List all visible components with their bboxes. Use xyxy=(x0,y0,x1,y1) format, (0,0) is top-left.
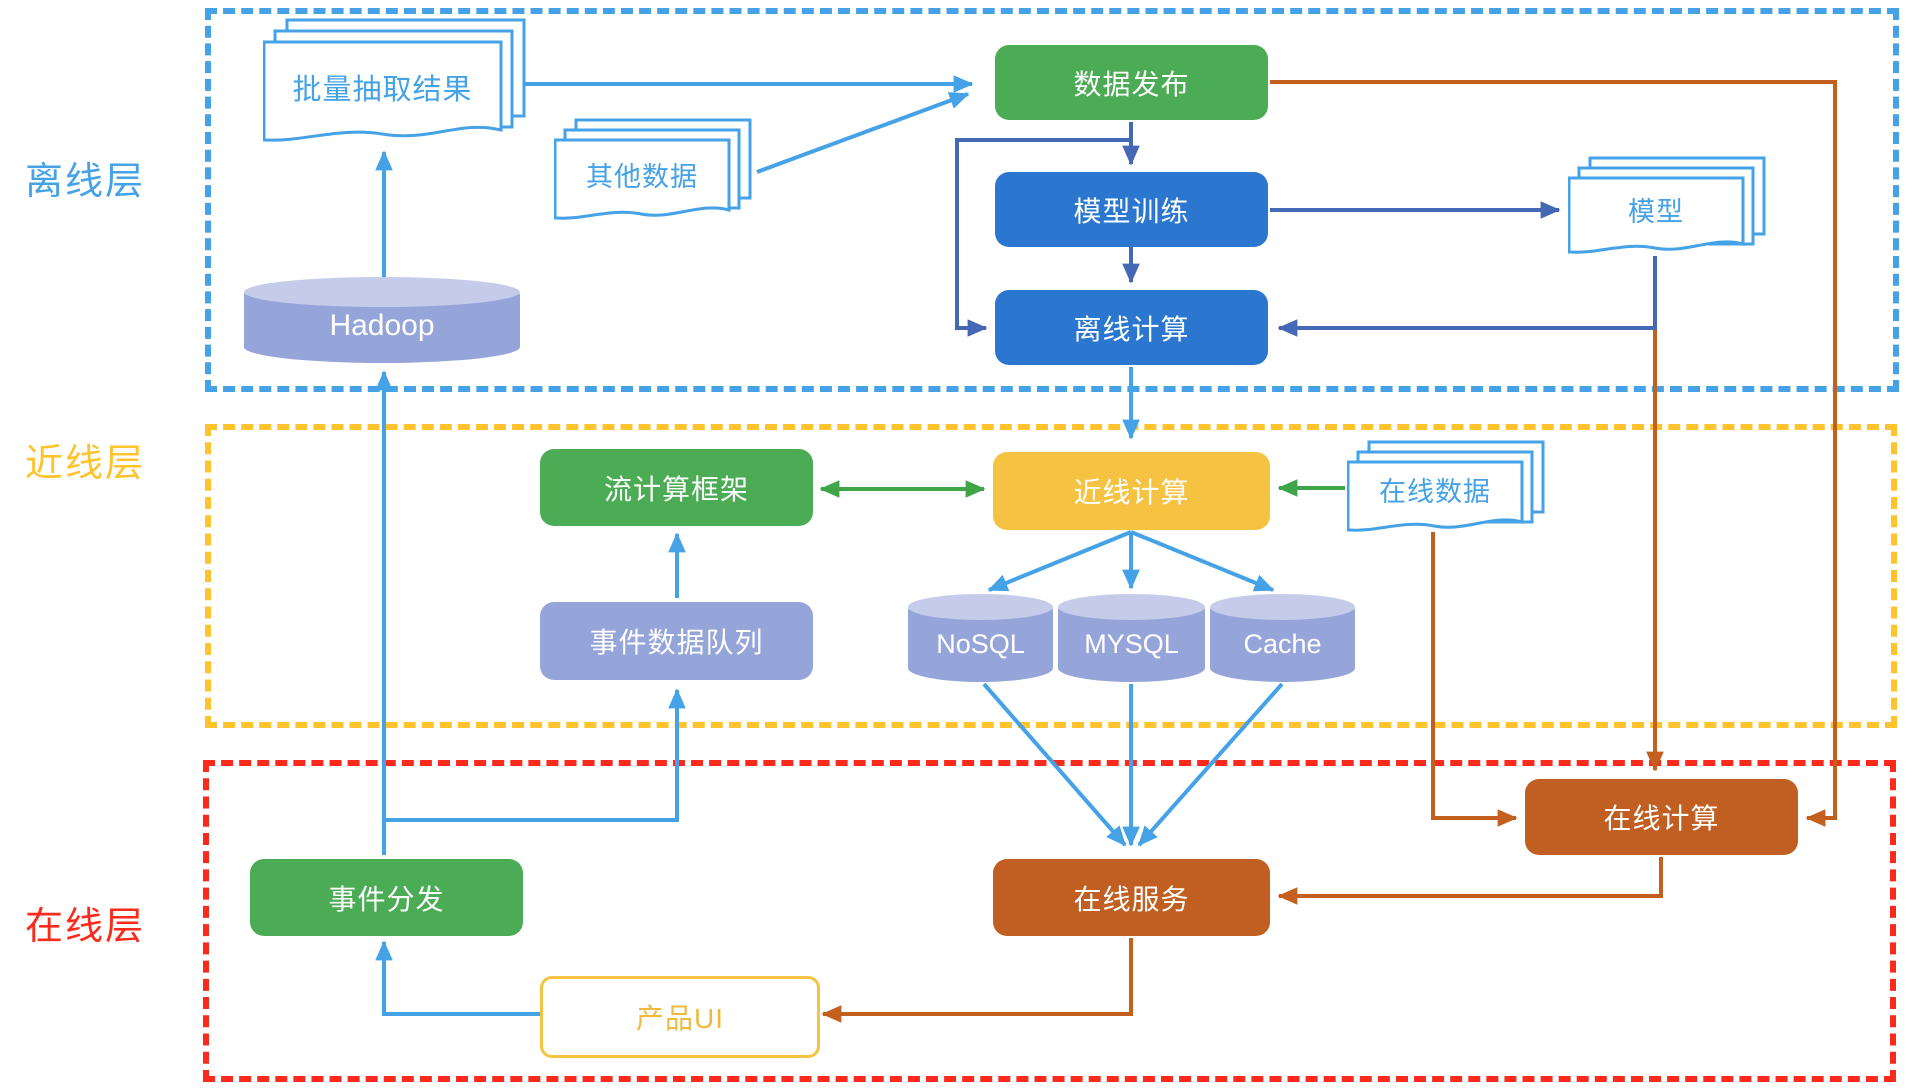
arrow-publish-to-onlinecompute xyxy=(1270,80,1837,827)
document-stack-shape xyxy=(1568,156,1766,254)
online-compute-node: 在线计算 xyxy=(1525,779,1798,855)
document-stack-shape xyxy=(1347,440,1545,532)
batch-results-label: 批量抽取结果 xyxy=(292,74,473,106)
model-documents: 模型 xyxy=(1568,156,1774,258)
nosql-label: NoSQL xyxy=(936,628,1025,659)
hadoop-database: Hadoop xyxy=(244,277,520,363)
arrow-productui-to-dispatch xyxy=(375,940,540,1016)
arrow-model-to-offlinecompute xyxy=(1277,256,1657,337)
cache-database: Cache xyxy=(1210,594,1355,682)
cache-label: Cache xyxy=(1243,628,1322,659)
arrow-nosql-to-service xyxy=(982,682,1127,847)
cylinder-cap xyxy=(1058,594,1205,620)
online-data-documents: 在线数据 xyxy=(1347,440,1553,536)
arrow-cache-to-service xyxy=(1137,682,1284,847)
arrow-nearline-to-cache xyxy=(1130,530,1275,592)
cylinder-cap xyxy=(1210,594,1355,620)
online-service-node: 在线服务 xyxy=(993,859,1270,936)
nearline-compute-node: 近线计算 xyxy=(993,452,1270,530)
model-training-node: 模型训练 xyxy=(995,172,1268,247)
document-stack-shape xyxy=(554,118,752,220)
document-stack-shape xyxy=(263,18,526,142)
event-dispatch-node: 事件分发 xyxy=(250,859,523,936)
online-data-label: 在线数据 xyxy=(1379,476,1491,507)
other-data-documents: 其他数据 xyxy=(554,118,774,224)
arrow-onlinecompute-to-service xyxy=(1277,857,1663,905)
arrow-publish-to-offlinecompute xyxy=(955,138,1131,337)
mysql-label: MYSQL xyxy=(1084,628,1179,659)
model-label: 模型 xyxy=(1628,196,1684,227)
online-layer-label: 在线层 xyxy=(25,906,146,948)
offline-layer-label: 离线层 xyxy=(25,161,146,203)
arrow-dispatch-to-queue xyxy=(384,688,686,822)
nosql-database: NoSQL xyxy=(908,594,1053,682)
nearline-layer-label: 近线层 xyxy=(25,443,146,485)
arrow-onlinedata-to-onlinecompute xyxy=(1431,532,1518,827)
arrow-service-to-productui xyxy=(821,938,1133,1023)
arrow-otherdata-to-publish xyxy=(756,92,970,174)
stream-framework-node: 流计算框架 xyxy=(540,449,813,526)
hadoop-label: Hadoop xyxy=(329,309,435,342)
cylinder-cap xyxy=(244,277,520,307)
mysql-database: MYSQL xyxy=(1058,594,1205,682)
batch-results-documents: 批量抽取结果 xyxy=(263,18,528,148)
arrow-nearline-to-nosql xyxy=(987,530,1132,592)
event-queue-node: 事件数据队列 xyxy=(540,602,813,680)
offline-compute-node: 离线计算 xyxy=(995,290,1268,365)
other-data-label: 其他数据 xyxy=(586,161,698,192)
data-publish-node: 数据发布 xyxy=(995,45,1268,120)
product-ui-node: 产品UI xyxy=(540,976,820,1058)
cylinder-cap xyxy=(908,594,1053,620)
